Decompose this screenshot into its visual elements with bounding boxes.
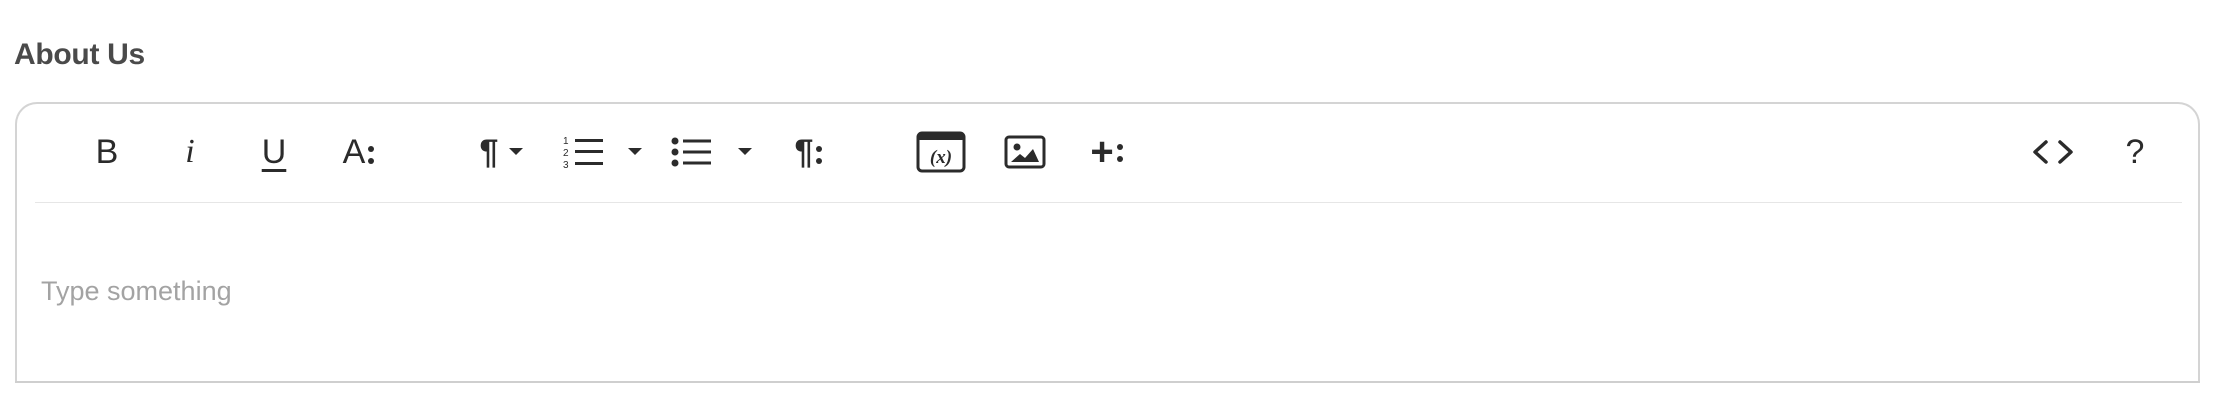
svg-text:2: 2 <box>563 148 569 159</box>
caret-down-icon <box>738 148 752 155</box>
more-dots-icon <box>816 146 823 164</box>
editor-placeholder[interactable]: Type something <box>41 276 232 306</box>
svg-text:1: 1 <box>563 136 569 147</box>
plus-icon: + <box>1090 130 1114 174</box>
paragraph-format-button[interactable]: ¶ <box>467 124 537 180</box>
italic-icon: i <box>185 133 195 170</box>
image-icon <box>1004 135 1046 169</box>
help-icon: ? <box>2125 133 2145 171</box>
variable-label: (x) <box>930 147 952 168</box>
insert-image-button[interactable] <box>995 124 1055 180</box>
underline-icon: U <box>261 133 287 171</box>
field-label: About Us <box>14 38 145 71</box>
paragraph-more-button[interactable]: ¶ <box>781 124 837 180</box>
unordered-list-icon <box>671 137 711 167</box>
caret-down-icon <box>509 148 524 155</box>
ordered-list-button[interactable]: 1 2 3 <box>555 124 651 180</box>
editor-bottom-border <box>15 381 2200 383</box>
ordered-list-icon: 1 2 3 <box>563 136 603 169</box>
svg-text:3: 3 <box>563 160 569 169</box>
help-button[interactable]: ? <box>2107 124 2163 180</box>
text-style-button[interactable]: A <box>329 124 389 180</box>
bold-icon: B <box>95 133 119 171</box>
paragraph-icon: ¶ <box>479 133 499 171</box>
insert-more-button[interactable]: + <box>1077 124 1137 180</box>
more-dots-icon <box>368 146 375 164</box>
paragraph-icon: ¶ <box>794 133 814 171</box>
editor-toolbar: B i U A ¶ 1 2 <box>35 104 2182 203</box>
insert-variable-icon: (x) <box>916 131 966 173</box>
more-dots-icon <box>1116 144 1123 162</box>
text-style-icon: A <box>342 133 366 171</box>
code-view-icon <box>2033 140 2073 164</box>
italic-button[interactable]: i <box>162 124 218 180</box>
unordered-list-button[interactable] <box>663 124 761 180</box>
underline-button[interactable]: U <box>246 124 302 180</box>
rich-text-editor: B i U A ¶ 1 2 <box>15 102 2200 382</box>
caret-down-icon <box>628 148 642 155</box>
bold-button[interactable]: B <box>79 124 135 180</box>
insert-variable-button[interactable]: (x) <box>911 124 971 180</box>
code-view-button[interactable] <box>2023 124 2083 180</box>
